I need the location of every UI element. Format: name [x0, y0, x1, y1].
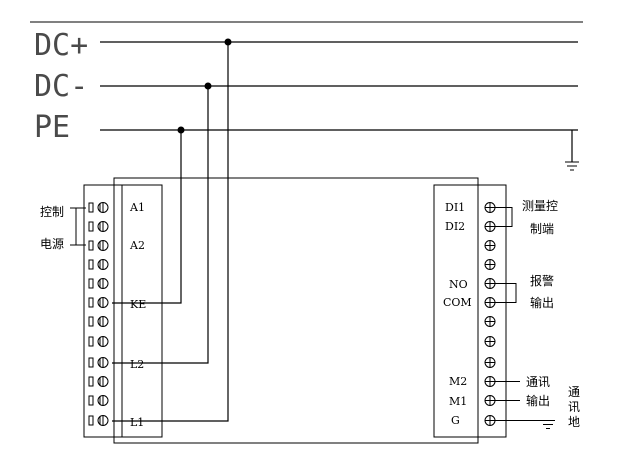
right-screw-icon: [484, 395, 496, 406]
right-screw-icon: [484, 240, 496, 251]
left-screw-icon: [88, 357, 109, 368]
wire-dc-minus-to-l2: [112, 86, 209, 364]
note-comm-out-1: 通讯: [526, 375, 550, 389]
right-screw-icon: [484, 259, 496, 270]
left-screw-icon: [88, 278, 109, 289]
terminal-label-no: NO: [449, 278, 468, 291]
bus-label-dc-minus: DC-: [34, 69, 88, 104]
pe-ground-icon: [565, 161, 579, 171]
terminal-label-g: G: [451, 414, 460, 427]
right-screw-icon: [484, 415, 496, 426]
right-screw-icon: [484, 336, 496, 347]
note-measure-ctrl-1: 测量控: [522, 199, 558, 213]
wire-pe-to-ke: [112, 130, 182, 304]
left-terminal-screws: [88, 202, 109, 426]
terminal-label-l1: L1: [130, 416, 144, 429]
right-screw-icon: [484, 316, 496, 327]
right-terminal-screws: [484, 202, 496, 426]
right-screw-icon: [484, 376, 496, 387]
right-screw-icon: [484, 278, 496, 289]
left-screw-icon: [88, 240, 109, 251]
wire-dc-plus-to-l1: [112, 42, 229, 422]
note-comm-out-2: 输出: [526, 393, 550, 408]
note-comm-gnd-1: 通: [568, 385, 580, 399]
comm-ground-icon: [541, 420, 555, 429]
terminal-label-l2: L2: [130, 358, 144, 371]
note-alarm-1: 报警: [530, 273, 554, 288]
right-screw-icon: [484, 221, 496, 232]
bus-label-pe: PE: [34, 110, 70, 145]
note-control-power-1: 控制: [40, 205, 64, 219]
left-screw-icon: [88, 221, 109, 232]
right-terminal-block: [477, 184, 507, 438]
terminal-label-a1: A1: [129, 201, 145, 214]
terminal-label-com: COM: [443, 296, 472, 309]
left-screw-icon: [88, 259, 109, 270]
terminal-label-ke: KE: [130, 298, 146, 311]
note-comm-gnd-2: 讯: [568, 400, 580, 414]
terminal-label-a2: A2: [129, 239, 145, 252]
bus-label-dc-plus: DC+: [34, 28, 88, 63]
bracket-alarm: [495, 283, 517, 303]
left-screw-icon: [88, 395, 109, 406]
left-screw-icon: [88, 297, 109, 308]
bracket-control-power: [70, 207, 77, 246]
note-comm-gnd-3: 地: [568, 415, 580, 429]
terminal-label-di1: DI1: [445, 201, 465, 214]
terminal-label-m2: M2: [449, 375, 467, 388]
right-screw-icon: [484, 297, 496, 308]
left-screw-icon: [88, 202, 109, 213]
left-screw-icon: [88, 336, 109, 347]
left-screw-icon: [88, 415, 109, 426]
note-control-power-2: 电源: [40, 237, 64, 251]
right-screw-icon: [484, 357, 496, 368]
terminal-label-di2: DI2: [445, 220, 465, 233]
device-body: [113, 177, 479, 444]
left-label-panel: [121, 184, 163, 438]
left-screw-icon: [88, 376, 109, 387]
bracket-measure-ctrl: [495, 207, 513, 227]
left-screw-icon: [88, 316, 109, 327]
note-measure-ctrl-2: 制端: [530, 222, 554, 236]
right-screw-icon: [484, 202, 496, 213]
terminal-label-m1: M1: [449, 395, 467, 408]
note-alarm-2: 输出: [530, 295, 554, 310]
